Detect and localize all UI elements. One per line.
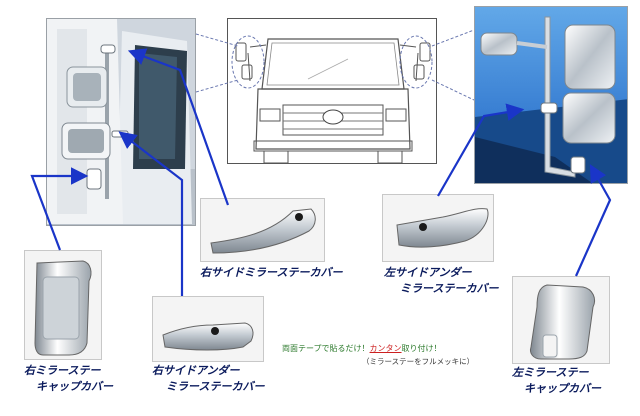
label-right-side-under-line1: 右サイドアンダー xyxy=(152,364,240,377)
right-side-under-stay-cover-photo xyxy=(152,296,264,362)
truck-front-line-drawing xyxy=(227,18,437,164)
install-note-highlight: カンタン xyxy=(369,344,402,353)
install-note-part1: 両面テープで貼るだけ！ xyxy=(282,344,370,353)
label-left-cap-line2: キャップカバー xyxy=(524,382,601,395)
label-right-side-stay-cover: 右サイドミラーステーカバー xyxy=(200,266,343,279)
label-left-side-under-line2: ミラーステーカバー xyxy=(400,282,499,295)
label-right-cap-line2: キャップカバー xyxy=(36,380,113,393)
install-note-sub: （ミラーステーをフルメッキに） xyxy=(362,357,475,366)
arrow-left-cap xyxy=(574,164,612,277)
left-mirror-photo xyxy=(474,6,628,184)
dashed-link-right-2 xyxy=(431,79,475,101)
label-left-cap-line1: 左ミラーステー xyxy=(512,366,589,379)
right-side-stay-cover-photo xyxy=(200,198,325,262)
label-left-side-under-line1: 左サイドアンダー xyxy=(384,266,472,279)
label-right-side-under-line2: ミラーステーカバー xyxy=(166,380,265,393)
left-side-under-stay-cover-photo xyxy=(382,194,494,262)
left-mirror-stay-cap-photo xyxy=(512,276,610,364)
install-note: 両面テープで貼るだけ！カンタン取り付け！ xyxy=(282,343,442,354)
dashed-link-right xyxy=(431,29,475,47)
truck-right-side-photo xyxy=(46,18,196,226)
install-note-part3: 取り付け！ xyxy=(401,344,442,353)
right-mirror-stay-cap-photo xyxy=(24,250,102,360)
label-right-cap-line1: 右ミラーステー xyxy=(24,364,101,377)
